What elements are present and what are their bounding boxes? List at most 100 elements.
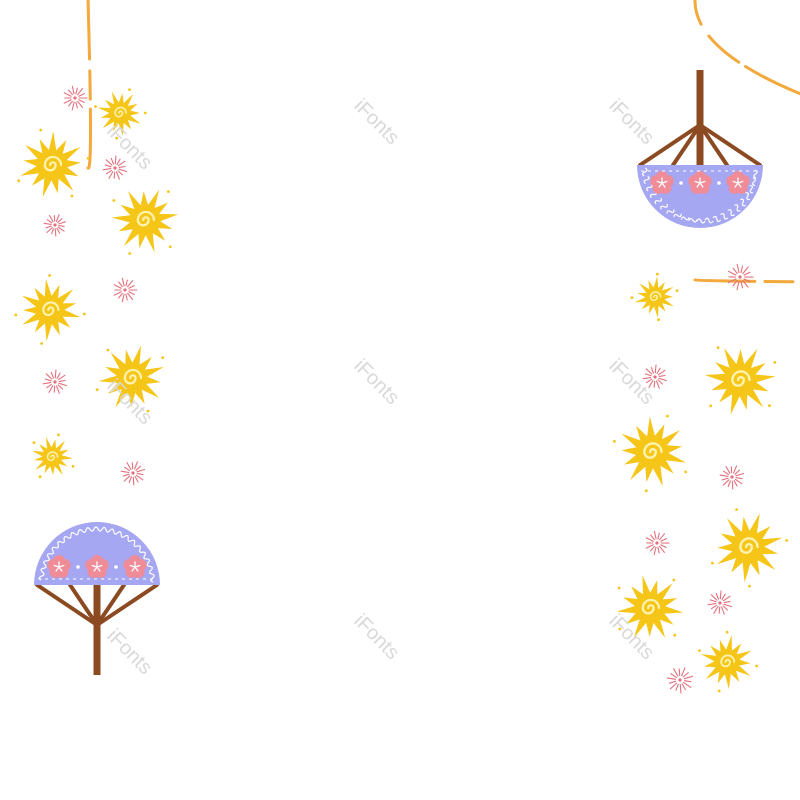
firework-ray: [722, 605, 728, 611]
sun-spark: [768, 404, 771, 408]
fan-rib: [68, 583, 99, 627]
sun-spark: [725, 630, 729, 634]
firework-ray: [68, 100, 73, 107]
firework-ray: [127, 292, 134, 300]
sun-spark: [717, 689, 721, 693]
firework-ray: [56, 227, 61, 234]
sun-spark: [128, 252, 132, 255]
blossom-icon: [650, 171, 674, 194]
firework-ray: [658, 374, 666, 377]
firework-burst-icon: [707, 590, 732, 615]
firework-ray: [683, 680, 692, 683]
firework-ray: [727, 480, 731, 488]
firework-ray: [102, 168, 112, 171]
sun-spark: [40, 342, 43, 345]
blossom-icon: [688, 171, 712, 194]
sun-spark: [684, 470, 688, 474]
firework-burst-icon: [645, 530, 670, 556]
firework-ray: [105, 159, 113, 166]
firework-ray: [713, 606, 719, 614]
firework-core: [730, 475, 734, 479]
firework-ray: [710, 604, 718, 610]
sun-spark: [161, 356, 165, 360]
firework-ray: [731, 480, 734, 490]
firework-ray: [653, 546, 657, 556]
firework-ray: [722, 595, 731, 602]
fan-dot: [114, 565, 118, 569]
sun-flower-icon: [95, 345, 165, 413]
sun-flower-icon: [630, 272, 679, 322]
firework-ray: [679, 683, 682, 694]
firework-burst-icon: [43, 214, 67, 237]
blossom-icon: [123, 555, 147, 578]
firework-ray: [116, 158, 121, 165]
firework-ray: [43, 222, 52, 225]
firework-ray: [710, 594, 718, 601]
firework-ray: [720, 606, 725, 615]
firework-ray: [681, 683, 686, 691]
sun-spark: [709, 404, 713, 408]
firework-ray: [58, 382, 68, 387]
sun-spark: [57, 433, 60, 437]
firework-ray: [136, 468, 146, 473]
firework-ray: [134, 461, 138, 470]
firework-ray: [742, 266, 749, 275]
sun-petals: [704, 348, 776, 415]
sun-flower-icon: [17, 128, 90, 198]
firework-ray: [675, 683, 679, 691]
sun-spark: [71, 464, 75, 468]
firework-ray: [78, 93, 85, 97]
firework-ray: [683, 682, 692, 688]
sun-spark: [735, 508, 738, 511]
firework-ray: [668, 680, 677, 684]
sun-spark: [785, 539, 788, 542]
sun-swirl: [641, 598, 661, 615]
firework-ray: [108, 171, 114, 179]
sun-spark: [666, 414, 669, 418]
firework-ray: [58, 221, 67, 225]
firework-ray: [660, 538, 667, 542]
firework-ray: [736, 263, 740, 274]
firework-ray: [681, 667, 686, 677]
firework-core: [53, 223, 57, 227]
firework-ray: [660, 544, 667, 549]
firework-ray: [733, 465, 738, 474]
firework-ray: [734, 478, 743, 485]
sun-spark: [656, 272, 659, 276]
sun-spark: [675, 289, 679, 292]
firework-ray: [719, 590, 722, 600]
firework-ray: [136, 473, 144, 476]
firework-ray: [125, 293, 128, 301]
sun-spark: [711, 561, 714, 565]
sun-spark: [82, 312, 86, 316]
sun-spark: [167, 190, 170, 193]
firework-ray: [121, 293, 125, 303]
firework-burst-icon: [113, 277, 138, 303]
sun-swirl: [43, 155, 63, 172]
firework-ray: [725, 466, 731, 474]
firework-ray: [718, 606, 721, 614]
firework-ray: [673, 668, 679, 677]
firework-ray: [743, 271, 751, 276]
sun-flower-icon: [111, 189, 179, 255]
firework-ray: [48, 385, 54, 393]
fan-rib: [671, 123, 702, 167]
firework-ray: [735, 477, 743, 480]
sun-spark: [644, 489, 648, 493]
firework-ray: [118, 281, 123, 288]
firework-ray: [57, 374, 66, 381]
firework-ray: [56, 372, 61, 379]
firework-ray: [46, 227, 53, 234]
firework-burst-icon: [63, 85, 88, 111]
firework-core: [718, 601, 722, 605]
firework-ray: [75, 87, 78, 95]
firework-ray: [670, 673, 677, 678]
firework-ray: [645, 544, 654, 549]
firework-ray: [77, 100, 84, 108]
firework-burst-icon: [102, 155, 128, 180]
fan-dot: [717, 181, 721, 185]
firework-ray: [55, 385, 60, 394]
firework-core: [131, 471, 135, 475]
firework-ray: [650, 534, 655, 541]
firework-ray: [727, 278, 737, 284]
